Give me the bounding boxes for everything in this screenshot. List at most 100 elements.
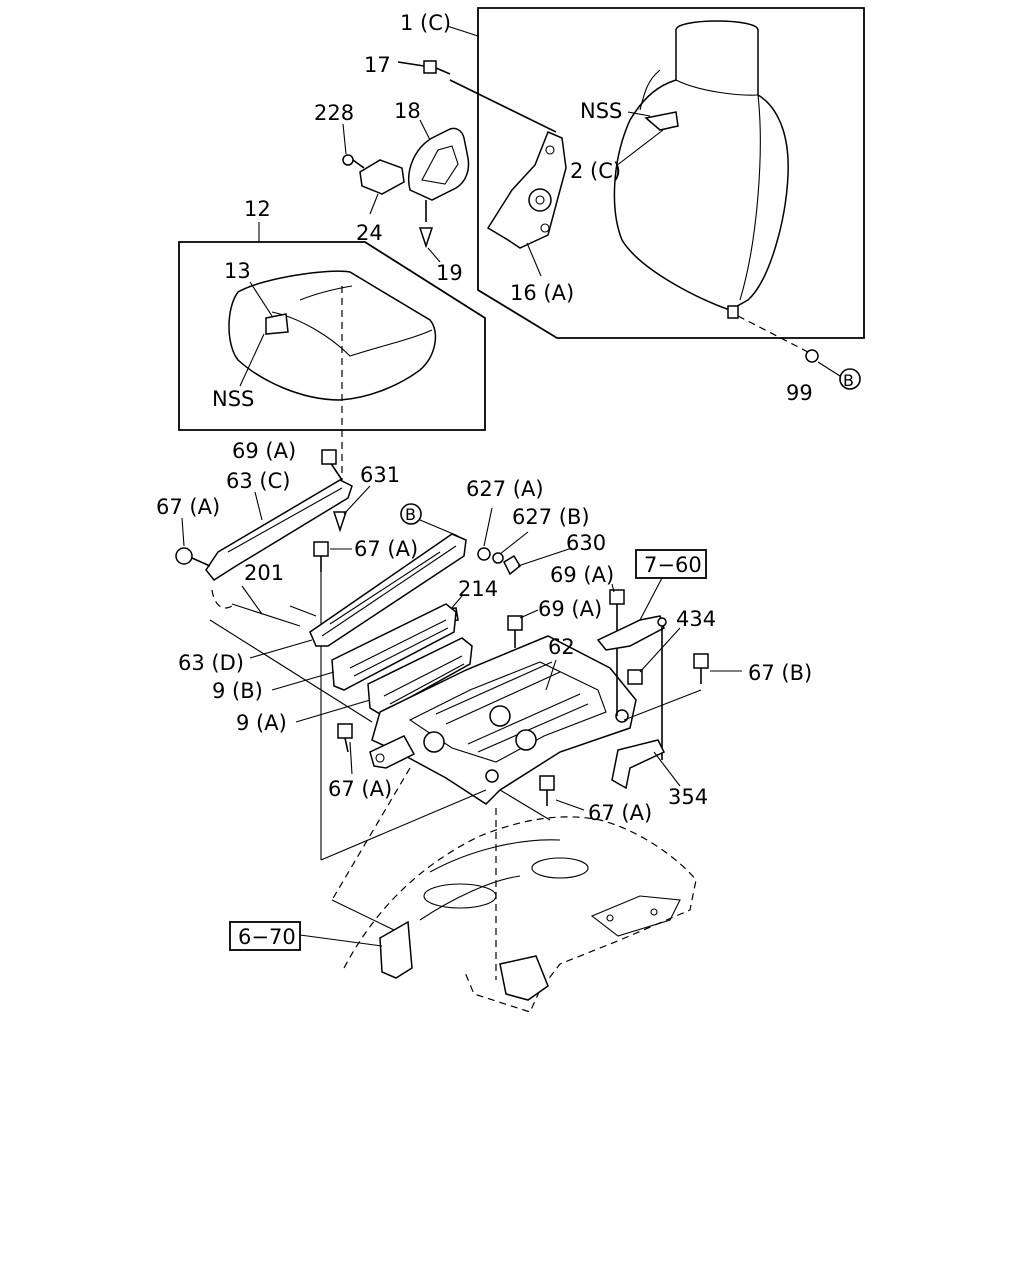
label-630: 630 — [566, 531, 606, 555]
cover-9a — [367, 637, 473, 715]
leader-6-70 — [299, 934, 383, 947]
leader-201 — [241, 585, 263, 615]
seat-back-hinge-bolt — [727, 305, 739, 319]
wire-201 — [211, 589, 233, 609]
seat-back — [613, 20, 789, 311]
leader-354 — [653, 751, 681, 787]
floor-panel-cutout-2 — [531, 857, 589, 879]
leader-16a — [526, 242, 542, 277]
nut-69a-3 — [609, 589, 625, 605]
seat-back-clip — [644, 111, 679, 131]
floor-hole-2 — [606, 914, 614, 922]
label-631: 631 — [360, 463, 400, 487]
screw-19 — [418, 227, 434, 249]
leader-214 — [449, 595, 463, 611]
rail-63c-edge — [227, 487, 343, 553]
label-6-70: 6−70 — [238, 925, 296, 949]
frame-to-floor-1 — [320, 789, 487, 861]
leader-69a-3 — [611, 583, 615, 593]
label-67a-4: 67 (A) — [588, 801, 652, 825]
bolt-67b — [693, 653, 709, 669]
bolt-67b-ref — [623, 689, 702, 721]
leader-b-mid — [419, 519, 459, 537]
wire-201-tip — [289, 605, 317, 617]
washer-627b — [492, 552, 504, 564]
seat-frame-inner — [408, 661, 607, 763]
leader-nss-cushion — [239, 333, 265, 387]
bolt-67a-4 — [539, 775, 555, 791]
screw-7-60 — [657, 617, 667, 627]
label-99: 99 — [786, 381, 813, 405]
label-18: 18 — [394, 99, 421, 123]
rail-63c — [205, 479, 353, 581]
frame-motor-1 — [489, 705, 511, 727]
leader-9a — [295, 699, 371, 723]
recliner-hub — [528, 188, 552, 212]
floor-panel-tunnel-1 — [429, 839, 561, 873]
bracket-7-60 — [596, 615, 665, 651]
floor-bracket-left — [379, 920, 413, 979]
seat-back-inner-seam — [639, 69, 661, 111]
leader-69a-2 — [519, 609, 539, 619]
leader-9b — [271, 671, 335, 691]
seat-back-side-seam — [739, 94, 761, 301]
label-69a-2: 69 (A) — [550, 563, 614, 587]
leader-7-60 — [639, 577, 663, 621]
ref-box-6-70 — [229, 921, 301, 951]
floor-hole-1 — [650, 908, 658, 916]
bolt-67a-1-axis — [191, 557, 211, 567]
label-69a-3: 69 (A) — [538, 597, 602, 621]
label-627a: 627 (A) — [466, 477, 544, 501]
seat-cushion-group-box — [178, 241, 486, 431]
seat-frame-tube-2 — [467, 693, 589, 753]
bolt-67a-1 — [175, 547, 193, 565]
nut-434 — [627, 669, 643, 685]
leader-63c — [254, 491, 263, 521]
frame-front-arm-hole — [375, 753, 385, 763]
leader-63d-to-frame — [209, 619, 373, 723]
leader-434 — [639, 627, 681, 673]
leader-67a-3 — [349, 741, 353, 775]
washer-627a — [477, 547, 491, 561]
frame-pivot-2 — [485, 769, 499, 783]
leader-627b — [499, 531, 529, 555]
label-b-mid: B — [405, 505, 416, 524]
frame-pivot-1 — [615, 709, 629, 723]
leader-2c — [615, 129, 664, 167]
label-63d: 63 (D) — [178, 651, 244, 675]
frame-to-floor-5 — [331, 899, 395, 931]
label-1c: 1 (C) — [400, 11, 451, 35]
frame-to-floor-2 — [331, 767, 411, 901]
nut-69a-2 — [507, 615, 523, 631]
screw-228 — [342, 154, 354, 166]
label-434: 434 — [676, 607, 716, 631]
floor-panel-tunnel-2 — [419, 875, 521, 921]
cover-9b — [331, 603, 457, 691]
label-nss-cushion: NSS — [212, 387, 254, 411]
bolt-17-axis — [449, 79, 557, 133]
label-63c: 63 (C) — [226, 469, 290, 493]
frame-motor-2 — [515, 729, 537, 751]
bolt-17-shank — [435, 67, 451, 75]
seat-cushion-clip — [265, 313, 289, 335]
label-69a-1: 69 (A) — [232, 439, 296, 463]
recliner-hole-1 — [540, 223, 550, 233]
floor-panel-cutout-1 — [423, 883, 497, 909]
ref-circle-b-top — [839, 368, 861, 390]
label-12: 12 — [244, 197, 271, 221]
recliner-hub-inner — [535, 195, 545, 205]
label-9b: 9 (B) — [212, 679, 263, 703]
label-19: 19 — [436, 261, 463, 285]
bolt-67a-3-shank — [344, 737, 349, 753]
knob-18 — [408, 127, 470, 201]
label-nss-top: NSS — [580, 99, 622, 123]
seat-cushion-seam-1 — [271, 311, 433, 357]
label-7-60: 7−60 — [644, 553, 702, 577]
leader-69a-1 — [329, 461, 343, 481]
cap-24 — [359, 159, 405, 195]
bolt-17 — [423, 60, 437, 74]
label-b-top: B — [843, 371, 854, 390]
leader-19 — [427, 247, 441, 263]
bolt-67a-2 — [313, 541, 329, 557]
label-67b: 67 (B) — [748, 661, 812, 685]
